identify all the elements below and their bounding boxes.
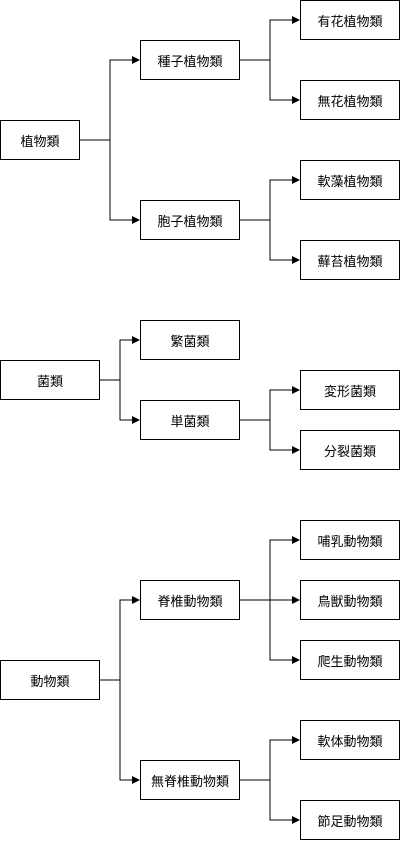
- node-mollusks: 軟体動物類: [300, 720, 400, 760]
- node-single-fungi: 単菌類: [140, 400, 240, 440]
- node-spore-plants: 胞子植物類: [140, 200, 240, 240]
- node-transform-fungi: 変形菌類: [300, 370, 400, 410]
- edge-single-transform: [240, 386, 300, 421]
- node-fungi: 菌類: [0, 360, 100, 400]
- edge-invertebrate-arthropod: [240, 779, 300, 824]
- edge-single-fission: [240, 419, 300, 454]
- node-mold-fungi: 繁菌類: [140, 320, 240, 360]
- node-arthropods: 節足動物類: [300, 800, 400, 840]
- node-moss-plants: 蘚苔植物類: [300, 240, 400, 280]
- edge-fungi-single: [100, 379, 140, 424]
- node-animals: 動物類: [0, 660, 100, 700]
- edge-vertebrate-reptile: [240, 599, 300, 664]
- edge-seed-flowering: [240, 16, 300, 61]
- edge-spore-moss: [240, 219, 300, 264]
- node-algae-plants: 軟藻植物類: [300, 160, 400, 200]
- node-invertebrates: 無脊椎動物類: [140, 760, 240, 800]
- edge-animals-vertebrate: [100, 596, 140, 681]
- edge-fungi-mold: [100, 336, 140, 381]
- edge-seed-flowerless: [240, 59, 300, 104]
- node-vertebrates: 脊椎動物類: [140, 580, 240, 620]
- edge-invertebrate-mollusk: [240, 736, 300, 781]
- edge-spore-algae: [240, 176, 300, 221]
- node-fission-fungi: 分裂菌類: [300, 430, 400, 470]
- node-birds: 鳥獣動物類: [300, 580, 400, 620]
- node-plants: 植物類: [0, 120, 80, 160]
- node-flowering-plants: 有花植物類: [300, 0, 400, 40]
- node-seed-plants: 種子植物類: [140, 40, 240, 80]
- node-mammals: 哺乳動物類: [300, 520, 400, 560]
- edge-vertebrate-mammal: [240, 536, 300, 601]
- node-reptiles: 爬生動物類: [300, 640, 400, 680]
- edge-animals-invertebrate: [100, 679, 140, 784]
- edge-plants-spore: [80, 139, 140, 224]
- node-flowerless-plants: 無花植物類: [300, 80, 400, 120]
- edge-plants-seed: [80, 56, 140, 141]
